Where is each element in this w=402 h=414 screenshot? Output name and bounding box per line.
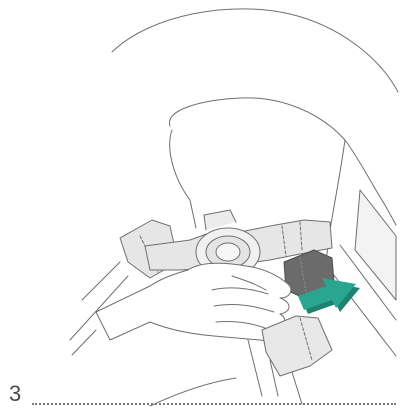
step-divider xyxy=(32,403,396,405)
hand-outline xyxy=(96,263,291,340)
inner-shell-lower xyxy=(170,130,196,228)
shell-outline xyxy=(112,9,398,92)
step-number: 3 xyxy=(9,382,21,406)
